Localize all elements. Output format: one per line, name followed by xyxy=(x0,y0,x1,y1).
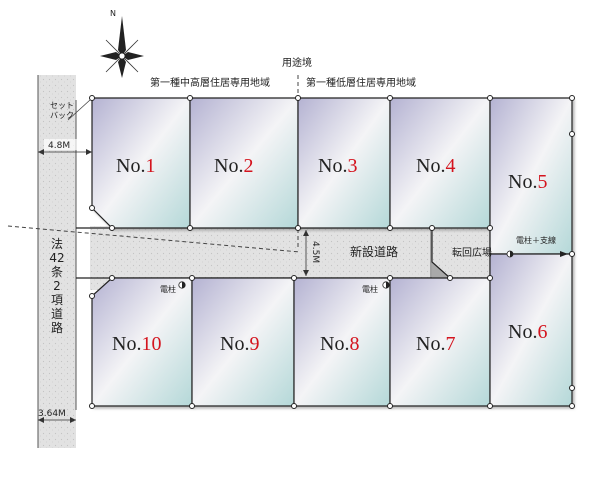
west-road-width-top: 4.8M xyxy=(48,141,70,151)
setback-label-line1: セット xyxy=(50,101,74,110)
lot-5-label: No.5 xyxy=(508,171,547,193)
lot-10-label: No.10 xyxy=(112,333,161,355)
setback-leader xyxy=(67,99,91,121)
compass-rose-icon xyxy=(100,16,144,78)
dimension-bottom xyxy=(38,417,76,423)
svg-text:42: 42 xyxy=(49,251,64,265)
svg-text:道: 道 xyxy=(51,307,63,321)
utility-pole-2-label: 電柱 xyxy=(362,284,378,294)
lot-6-label: No.6 xyxy=(508,321,547,343)
svg-text:条: 条 xyxy=(51,265,63,279)
zoning-boundary-label: 用途境 xyxy=(282,56,312,69)
dimension-top xyxy=(38,139,92,155)
boundary-markers xyxy=(89,95,575,409)
new-road-width-label: 4.5M xyxy=(310,241,320,263)
new-road-width-dimension xyxy=(303,230,309,276)
lot-7-label: No.7 xyxy=(416,333,455,355)
turnaround-label: 転回広場 xyxy=(452,246,492,259)
svg-text:2: 2 xyxy=(53,279,61,293)
west-road xyxy=(38,75,76,448)
setback-label-line2: バック xyxy=(50,111,74,120)
lot-3-label: No.3 xyxy=(318,155,357,177)
new-road-label: 新設道路 xyxy=(350,244,398,259)
zoning-right-label: 第一種低層住居専用地域 xyxy=(306,76,416,89)
utility-pole-2 xyxy=(382,281,390,289)
west-road-label: 法 42 条 2 項 道 路 xyxy=(49,237,64,335)
compass-north-label: N xyxy=(110,9,116,18)
utility-pole-guy xyxy=(506,250,568,258)
zoning-left-label: 第一種中高層住居専用地域 xyxy=(150,76,270,89)
lots-bottom-row xyxy=(91,253,573,407)
utility-pole-1-label: 電柱 xyxy=(160,284,176,294)
lot-9-label: No.9 xyxy=(220,333,259,355)
new-road xyxy=(90,226,432,290)
utility-pole-guy-label: 電柱＋支線 xyxy=(516,235,556,245)
lots-top-row xyxy=(91,97,573,255)
utility-pole-1 xyxy=(178,281,186,289)
lot-1-shape xyxy=(91,97,191,229)
lot-1-label: No.1 xyxy=(116,155,155,177)
lot-8-label: No.8 xyxy=(320,333,359,355)
west-road-width-bottom: 3.64M xyxy=(38,409,66,419)
svg-text:法: 法 xyxy=(51,237,63,251)
lot-10-shape xyxy=(91,277,193,407)
lot-4-label: No.4 xyxy=(416,155,455,177)
svg-text:路: 路 xyxy=(51,320,63,335)
lot-2-label: No.2 xyxy=(214,155,253,177)
svg-text:項: 項 xyxy=(51,293,63,307)
